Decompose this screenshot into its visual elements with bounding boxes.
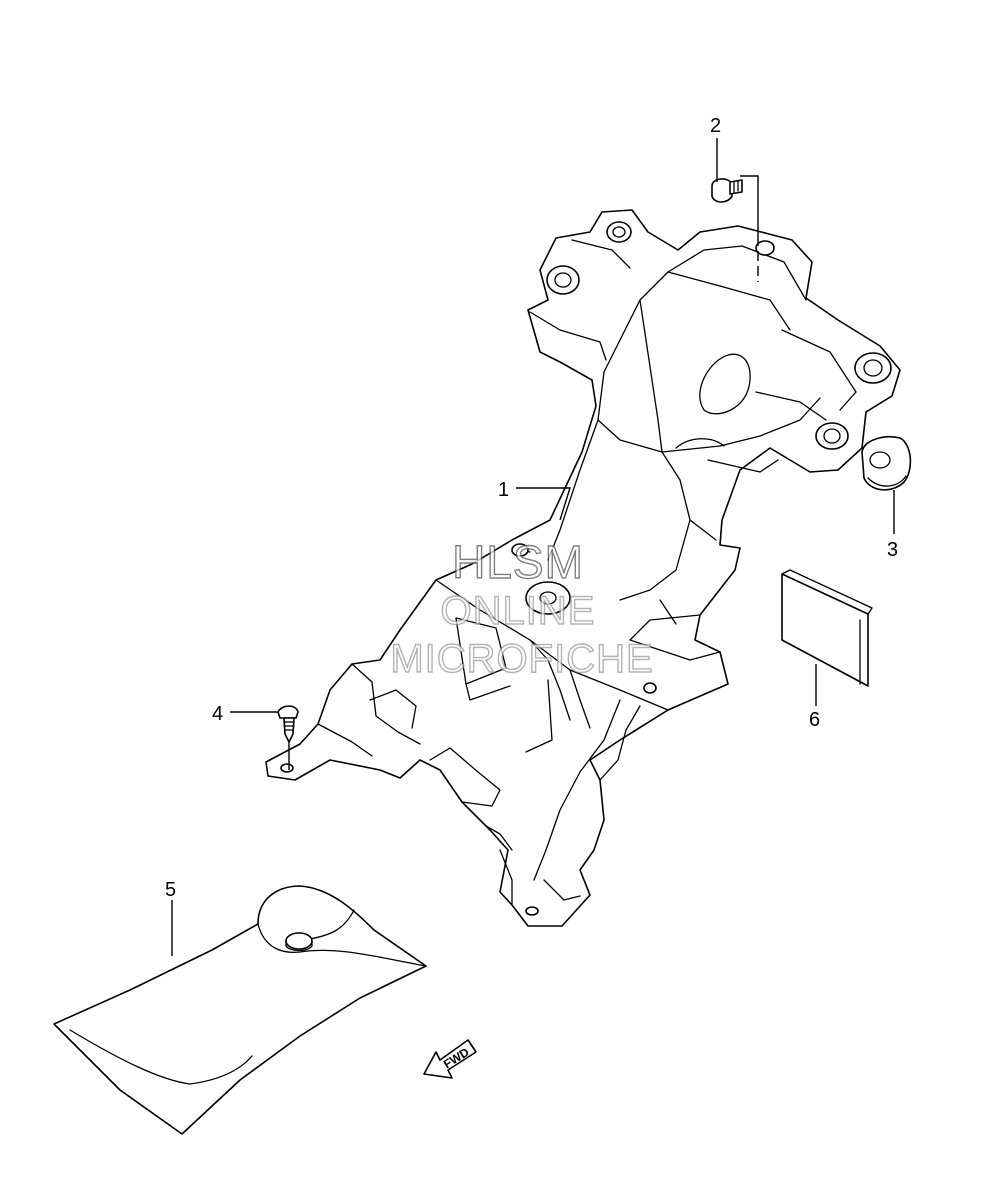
part-5-cover[interactable]: [53, 885, 427, 1135]
callout-5: 5: [165, 879, 176, 901]
leader-lines: [171, 138, 895, 956]
part-1-fender-bracket[interactable]: [265, 209, 901, 927]
callout-1: 1: [498, 479, 509, 501]
callout-labels: 2 1 3 4 6 5: [165, 115, 898, 901]
part-6-plate[interactable]: [781, 569, 873, 687]
part-3-grommet[interactable]: [861, 436, 912, 491]
watermark-line1: HLSM: [452, 536, 584, 588]
callout-4: 4: [212, 703, 223, 725]
callout-6: 6: [809, 709, 820, 731]
watermark-line2: ONLINE: [441, 589, 596, 633]
part-2-screw[interactable]: [711, 178, 743, 203]
callout-2: 2: [710, 115, 721, 137]
watermark: HLSM ONLINE MICROFICHE: [390, 535, 654, 681]
callout-3: 3: [887, 539, 898, 561]
fwd-arrow: FWD: [423, 1039, 477, 1079]
part-4-tapping-screw[interactable]: [277, 705, 299, 743]
watermark-line3: MICROFICHE: [390, 637, 653, 681]
